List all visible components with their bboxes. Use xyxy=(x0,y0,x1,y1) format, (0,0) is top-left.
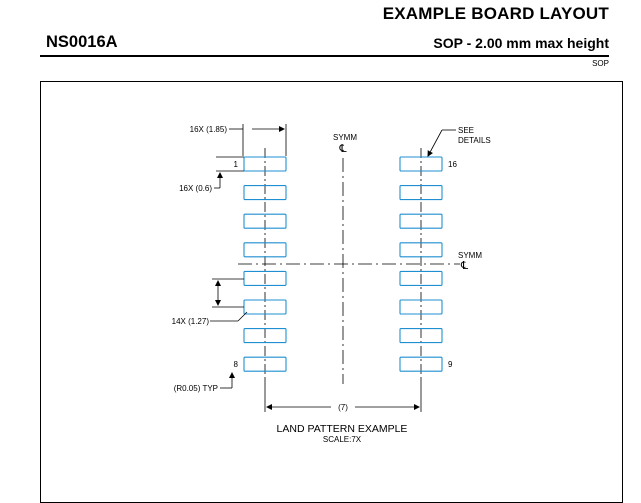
header-rule xyxy=(40,55,609,57)
corner-radius-label: (R0.05) TYP xyxy=(174,384,218,393)
left-pad-column xyxy=(243,156,287,372)
pad-8 xyxy=(243,356,287,372)
pad-14 xyxy=(399,213,443,229)
pad-10 xyxy=(399,328,443,344)
pin-9-label: 9 xyxy=(448,360,453,369)
see-details-line1: SEE xyxy=(458,126,474,135)
symm-label-right: SYMM xyxy=(458,251,482,260)
right-pad-column xyxy=(399,156,443,372)
pin-1-label: 1 xyxy=(234,160,239,169)
pad-16 xyxy=(399,156,443,172)
pad-13 xyxy=(399,242,443,258)
pad-4 xyxy=(243,242,287,258)
pad-12 xyxy=(399,270,443,286)
pad-3 xyxy=(243,213,287,229)
drawing-caption: LAND PATTERN EXAMPLE xyxy=(277,423,408,435)
pad-1 xyxy=(243,156,287,172)
symm-label-top: SYMM xyxy=(333,133,357,142)
pad-15 xyxy=(399,185,443,201)
pitch-leader-up xyxy=(237,311,248,322)
see-details-line2: DETAILS xyxy=(458,136,491,145)
package-description: SOP - 2.00 mm max height xyxy=(433,35,609,51)
land-pattern-drawing: 16X (1.85) 16X (0.6) 14X (1.27) (R0.05) … xyxy=(172,124,491,444)
pad-11 xyxy=(399,299,443,315)
pitch-label: 14X (1.27) xyxy=(172,317,210,326)
page-title: EXAMPLE BOARD LAYOUT xyxy=(382,4,609,23)
pad-2 xyxy=(243,185,287,201)
pad-7 xyxy=(243,328,287,344)
package-code: SOP xyxy=(592,59,609,68)
pad-height-label: 16X (0.6) xyxy=(179,184,212,193)
see-details-leader-down xyxy=(427,129,443,157)
pin-8-label: 8 xyxy=(234,360,239,369)
symm-symbol-top: ℄ xyxy=(338,143,346,155)
drawing-scale: SCALE:7X xyxy=(323,435,362,444)
span-label: (7) xyxy=(338,403,348,412)
pad-9 xyxy=(399,356,443,372)
pad-width-label: 16X (1.85) xyxy=(190,125,228,134)
pin-16-label: 16 xyxy=(448,160,457,169)
part-number: NS0016A xyxy=(46,33,118,51)
pad-5 xyxy=(243,270,287,286)
symm-symbol-right: ℄ xyxy=(460,260,468,272)
